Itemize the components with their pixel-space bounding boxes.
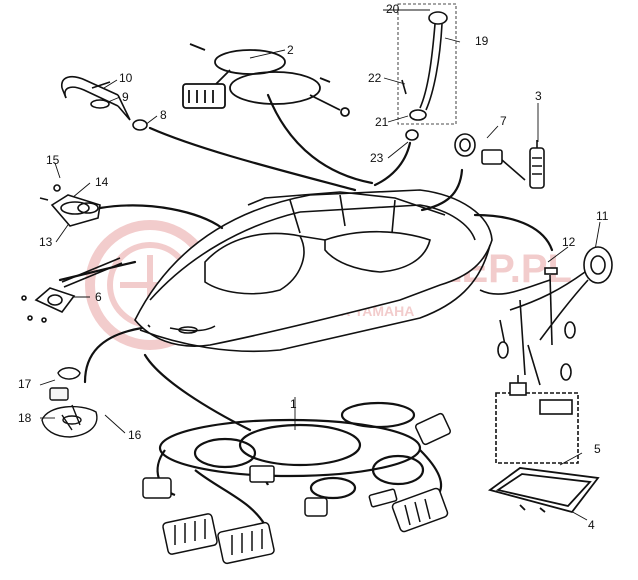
callout-20: 20 [386, 2, 400, 16]
callout-2: 2 [287, 43, 294, 57]
callout-17: 17 [18, 377, 32, 391]
boat-hull [134, 189, 493, 353]
callout-6: 6 [95, 290, 102, 304]
callout-11: 11 [596, 209, 609, 223]
part-16-17-18-horn [41, 367, 98, 438]
callout-4: 4 [588, 518, 595, 532]
part-1-main-harness [156, 401, 443, 526]
callout-23: 23 [370, 151, 384, 165]
part-19-23-hose [397, 3, 457, 141]
callout-12: 12 [562, 235, 576, 249]
callout-5: 5 [594, 442, 601, 456]
callout-16: 16 [128, 428, 142, 442]
callout-13: 13 [39, 235, 53, 249]
callout-18: 18 [18, 411, 32, 425]
callout-15: 15 [46, 153, 60, 167]
callout-labels: 1 2 3 4 5 6 7 8 9 10 11 12 13 14 15 16 1… [18, 2, 609, 532]
part-5-battery [495, 375, 579, 464]
callout-14: 14 [95, 175, 109, 189]
callout-19: 19 [475, 34, 489, 48]
callout-9: 9 [122, 90, 129, 104]
part-4-tray [487, 467, 600, 514]
part-3-sensor [529, 140, 545, 189]
routing-lines [58, 93, 554, 432]
callout-8: 8 [160, 108, 167, 122]
callout-7: 7 [500, 114, 507, 128]
part-6-plate [21, 257, 123, 323]
callout-1: 1 [290, 397, 297, 411]
part-13-14-15-switch [39, 184, 101, 227]
callout-3: 3 [535, 89, 542, 103]
part-8-9-10-cable [61, 75, 148, 131]
harness-connectors [142, 412, 452, 565]
callout-10: 10 [119, 71, 133, 85]
callout-22: 22 [368, 71, 382, 85]
part-11-12-battery-cables [479, 246, 613, 386]
callout-21: 21 [375, 115, 389, 129]
part-7-grommet [454, 133, 526, 181]
part-2-harness [182, 43, 350, 117]
